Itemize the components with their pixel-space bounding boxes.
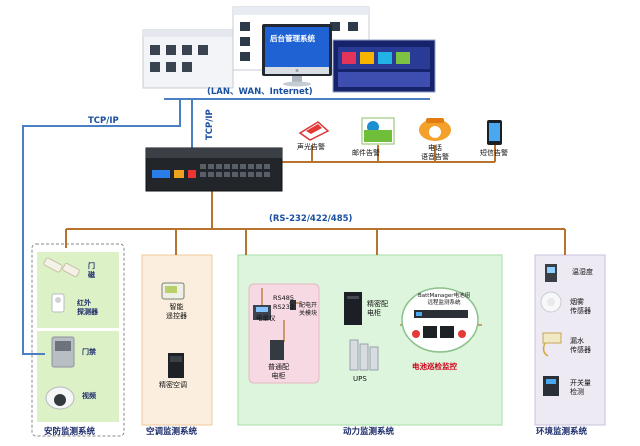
battery-device-label: BattManager电池组 远程监测系统	[418, 293, 471, 306]
tcpip-left-label: TCP/IP	[88, 116, 119, 126]
power-cabinet-label: 普通配 电柜	[268, 363, 289, 380]
power-precision-cabinet-label: 精密配 电柜	[367, 300, 388, 317]
battery-device-icon	[414, 310, 468, 318]
cabinet-icon	[270, 340, 284, 360]
alarm-siren-label: 声光告警	[297, 143, 325, 151]
env-item-switch: 开关量 检测	[570, 379, 591, 396]
security-item-door-contact: 门 磁	[88, 262, 95, 279]
monitor-screen	[265, 27, 329, 67]
power-ups-label: UPS	[353, 375, 367, 383]
ups-icon	[349, 339, 359, 371]
door-contact-icon	[43, 257, 63, 273]
power-meter-label: 电量仪	[256, 314, 276, 322]
aircon-item-precision: 精密空调	[159, 381, 187, 389]
power-module-label: 配电开 关模块	[299, 302, 318, 317]
rs-bus-label: (RS-232/422/485)	[269, 214, 353, 224]
env-item-water: 漏水 传感器	[570, 337, 591, 354]
alarm-sms-label: 短信告警	[480, 149, 508, 157]
power-rs232: RS232	[273, 303, 295, 311]
env-title: 环境监测系统	[536, 427, 588, 437]
battery-icon	[423, 326, 437, 338]
alarm-phone-label: 电话 语音告警	[421, 144, 449, 161]
aircon-panel	[141, 254, 213, 426]
env-item-smoke: 烟雾 传感器	[570, 298, 591, 315]
battery-caption: 电池巡检监控	[412, 362, 457, 371]
platform-title: 后台管理系统	[270, 34, 315, 43]
network-lines	[22, 98, 430, 355]
security-item-access: 门禁	[82, 348, 96, 356]
security-item-video: 视频	[82, 392, 96, 400]
power-rs485: RS485	[273, 294, 295, 302]
security-lower-panel	[37, 331, 119, 422]
security-title: 安防监测系统	[44, 427, 96, 437]
precision-cabinet-icon	[344, 292, 362, 325]
aircon-item-remote: 智能 遥控器	[166, 303, 187, 320]
copper-bus	[65, 145, 566, 255]
env-item-temp: 温湿度	[572, 268, 593, 276]
alarm-email-label: 邮件告警	[352, 149, 380, 157]
aircon-title: 空调监测系统	[146, 427, 198, 437]
security-item-infrared: 红外 探测器	[77, 299, 98, 316]
network-lan-label: (LAN、WAN、Internet)	[207, 87, 313, 97]
water-leak-icon	[542, 332, 562, 344]
power-title: 动力监测系统	[343, 427, 395, 437]
switch-module-icon	[290, 300, 296, 310]
screenshot-left	[142, 29, 234, 89]
tcpip-vertical-label: TCP/IP	[205, 109, 215, 140]
